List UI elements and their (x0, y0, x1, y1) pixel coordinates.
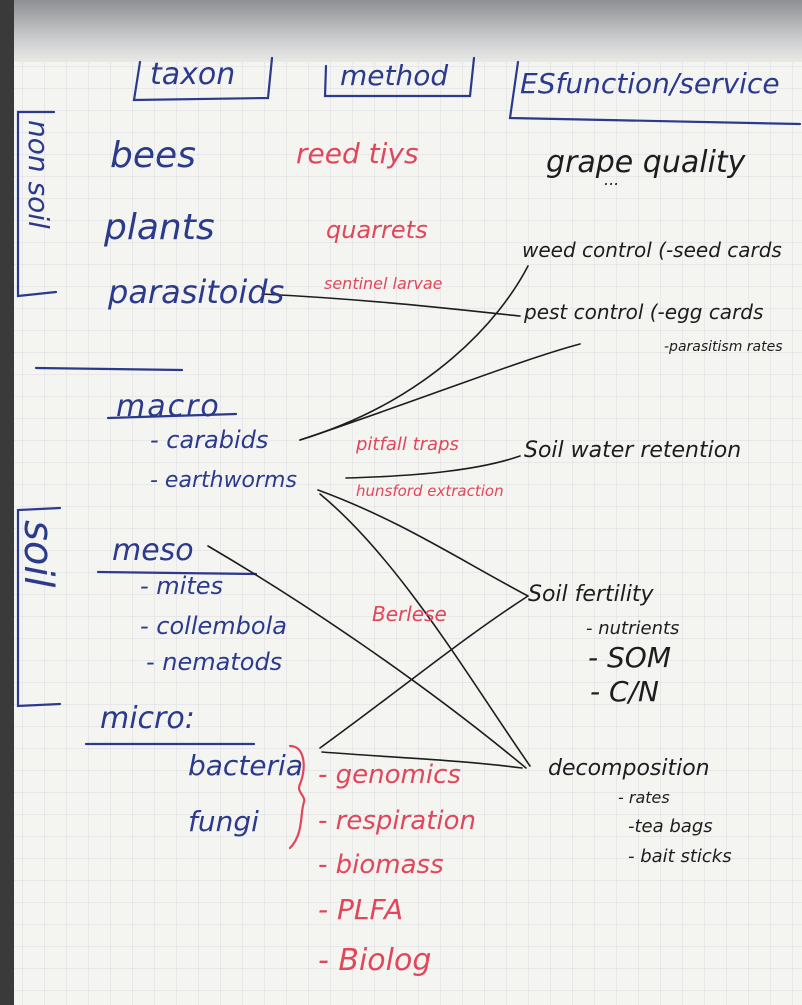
taxon-box (132, 56, 274, 102)
method-biomass: - biomass (318, 850, 444, 880)
macro-separator (34, 366, 184, 372)
decomposition-item-tea-bags: -tea bags (628, 816, 713, 837)
service-grape-sub: ... (604, 170, 620, 189)
method-biolog: - Biolog (318, 943, 432, 978)
taxon-plants: plants (104, 207, 215, 248)
method-sentinel-larvae: sentinel larvae (324, 274, 443, 293)
fertility-item-som: - SOM (588, 641, 671, 674)
soil-bracket (16, 506, 62, 708)
method-berlese: Berlese (372, 602, 447, 626)
service-decomposition: decomposition (548, 756, 710, 781)
method-quarrets: quarrets (326, 216, 428, 244)
macro-title: macro (116, 389, 221, 424)
link-earthworms-water (345, 455, 521, 479)
method-respiration: - respiration (318, 806, 477, 836)
link-micro-fertility (319, 595, 529, 749)
method-reed-tiys: reed tiys (296, 137, 419, 170)
micro-brace (288, 744, 306, 850)
service-soil-fertility: Soil fertility (528, 582, 654, 607)
fertility-item-nutrients: - nutrients (586, 618, 680, 639)
link-earthworms-fertility (317, 489, 529, 597)
taxon-parasitoids: parasitoids (108, 273, 285, 311)
macro-item-earthworms: - earthworms (150, 468, 297, 493)
link-carabids-pest (299, 343, 581, 441)
macro-underline (106, 412, 238, 420)
header-method: method (340, 59, 449, 92)
meso-title: meso (112, 533, 194, 568)
service-pest-control: pest control (-egg cards (524, 300, 764, 324)
decomposition-item-rates: - rates (618, 788, 670, 807)
link-earthworms-decomp (319, 493, 531, 767)
method-box (323, 56, 476, 98)
method-pitfall-traps: pitfall traps (356, 434, 459, 455)
method-genomics: - genomics (318, 760, 461, 790)
fertility-item-cn: - C/N (590, 675, 659, 708)
link-micro-decomp (321, 751, 523, 769)
method-plfa: - PLFA (318, 893, 404, 926)
method-hunsford-extraction: hunsford extraction (356, 482, 504, 500)
service-weed-control: weed control (-seed cards (522, 238, 782, 262)
micro-title: micro: (100, 701, 195, 736)
meso-item-nematods: - nematods (146, 648, 283, 676)
non-soil-bracket (16, 110, 58, 298)
side-label-soil: soil (15, 520, 61, 588)
micro-item-bacteria: bacteria (188, 749, 303, 782)
link-meso-decomp (207, 545, 527, 769)
link-carabids-weed (299, 265, 529, 441)
header-taxon: taxon (150, 57, 236, 92)
service-grape-quality: grape quality (546, 145, 746, 180)
meso-underline (96, 570, 258, 576)
side-label-non-soil: non soil (22, 120, 55, 229)
paper-top-fold (14, 0, 802, 62)
micro-item-fungi: fungi (188, 805, 259, 838)
meso-item-collembola: - collembola (140, 612, 287, 640)
service-soil-water: Soil water retention (524, 438, 742, 463)
function-box (508, 60, 802, 126)
decomposition-item-bait-sticks: - bait sticks (628, 846, 732, 867)
taxon-bees: bees (110, 135, 196, 176)
macro-item-carabids: - carabids (150, 426, 269, 454)
meso-item-mites: - mites (140, 572, 224, 600)
header-function: ESfunction/service (520, 67, 780, 100)
service-pest-sub: -parasitism rates (664, 339, 783, 355)
